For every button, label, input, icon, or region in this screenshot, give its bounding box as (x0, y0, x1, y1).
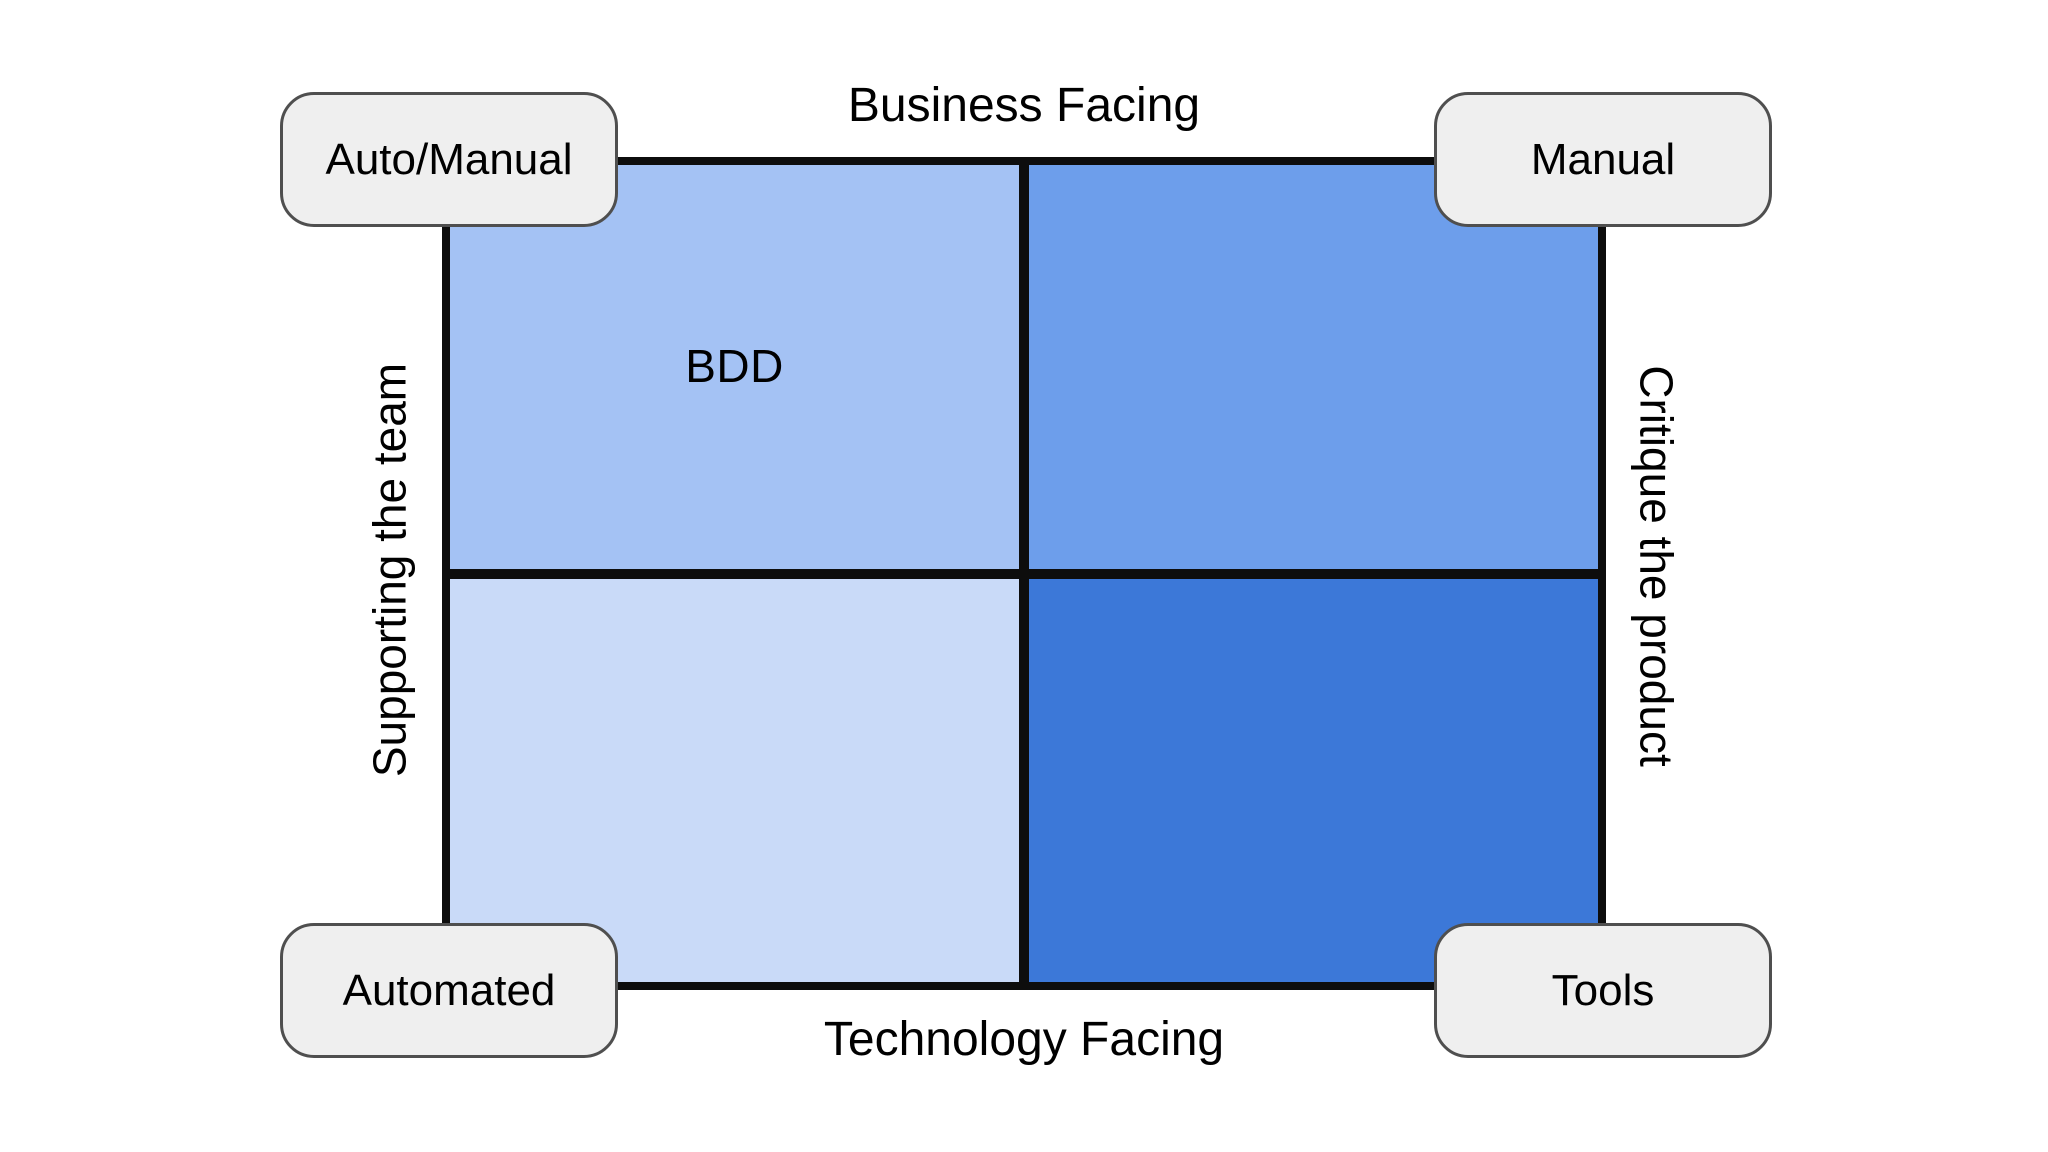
axis-title-critique-the-product: Critique the product (1630, 365, 1683, 767)
badge-manual: Manual (1434, 92, 1772, 227)
axis-title-technology-facing: Technology Facing (823, 1013, 1225, 1066)
badge-auto-manual: Auto/Manual (280, 92, 618, 227)
quadrant-top-left-label: BDD (685, 340, 784, 393)
quadrant-bottom-right (1029, 578, 1598, 982)
quadrant-grid: BDD (442, 157, 1606, 990)
axis-title-supporting-the-team: Supporting the team (363, 362, 416, 778)
quadrant-top-right (1029, 165, 1598, 569)
quadrant-bottom-left (450, 578, 1019, 982)
badge-automated: Automated (280, 923, 618, 1058)
quadrant-top-left: BDD (450, 165, 1019, 569)
axis-title-business-facing: Business Facing (847, 79, 1201, 132)
badge-tools: Tools (1434, 923, 1772, 1058)
